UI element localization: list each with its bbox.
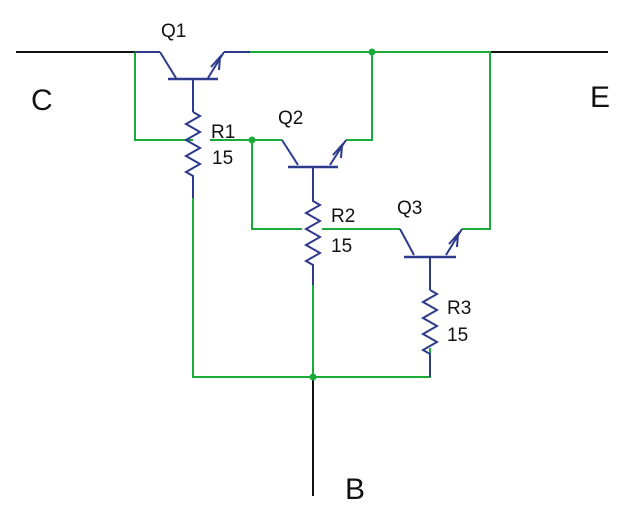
q3-collector-wire [251, 140, 302, 230]
transistor-q2 [281, 139, 347, 198]
q2-emitter-wire [346, 52, 373, 141]
resistor-r1 [183, 111, 203, 198]
junction-dot [309, 373, 317, 381]
base-label: B [345, 473, 365, 506]
emitter-label: E [590, 81, 610, 114]
collector-label: C [31, 84, 53, 117]
junction-dot [248, 136, 256, 144]
interconnect-wires [134, 51, 491, 378]
r2-value-label: 15 [331, 236, 352, 257]
q2-label: Q2 [278, 108, 303, 129]
q3-label: Q3 [397, 198, 422, 219]
r1-value-label: 15 [212, 148, 233, 169]
junction-dot [368, 48, 376, 56]
q1-label: Q1 [161, 21, 186, 42]
collector-loop [134, 52, 193, 141]
r3-value-label: 15 [447, 325, 468, 346]
r2-name-label: R2 [331, 206, 355, 227]
r1-name-label: R1 [211, 122, 235, 143]
resistor-r2 [303, 198, 323, 285]
transistor-q1 [135, 51, 250, 112]
transistor-q3 [399, 228, 463, 290]
resistor-r3 [420, 289, 440, 377]
r3-name-label: R3 [447, 298, 471, 319]
